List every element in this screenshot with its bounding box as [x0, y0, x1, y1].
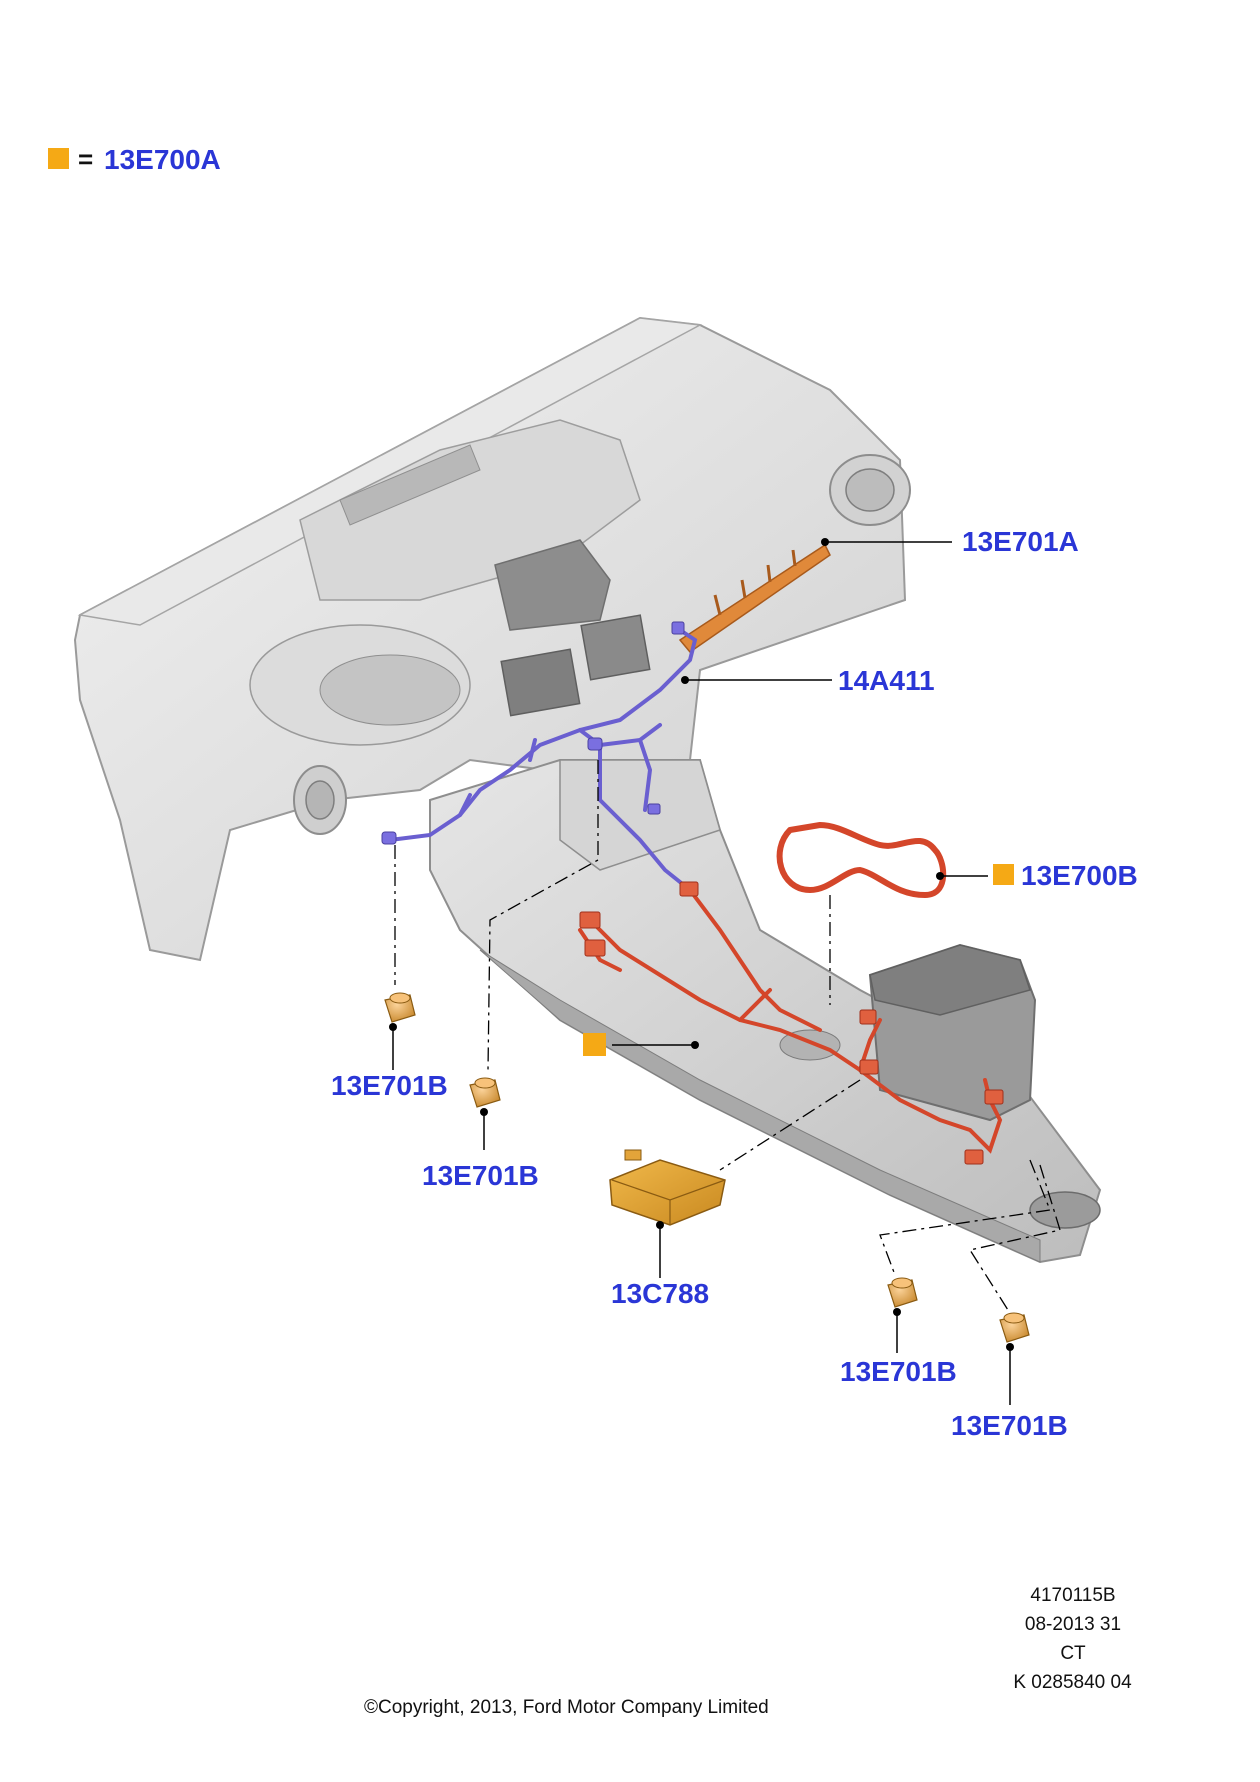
callout-clip-4[interactable]: 13E701B [951, 1410, 1068, 1441]
installation-lines [394, 760, 1061, 1311]
ref-catalog-number: K 0285840 04 [1013, 1672, 1132, 1693]
upper-bracket-part [678, 543, 831, 654]
callout-13e700b[interactable]: 13E700B [1021, 860, 1138, 891]
callout-clip-3[interactable]: 13E701B [840, 1356, 957, 1387]
ref-region-code: CT [1060, 1643, 1086, 1664]
highlight-marker [583, 1033, 606, 1056]
callout-13e701a[interactable]: 13E701A [962, 526, 1079, 557]
clip-part-4 [999, 1312, 1030, 1343]
callout-clip-1[interactable]: 13E701B [331, 1070, 448, 1101]
callout-13c788[interactable]: 13C788 [611, 1278, 710, 1309]
clip-part-1 [384, 992, 416, 1023]
legend-swatch [48, 148, 69, 169]
clip-part-3 [887, 1277, 918, 1308]
ref-date-code: 08-2013 31 [1024, 1614, 1122, 1635]
leader-dots [389, 538, 1014, 1351]
copyright-notice: ©Copyright, 2013, Ford Motor Company Lim… [364, 1697, 769, 1718]
clip-part-2 [469, 1077, 501, 1108]
callout-clip-2[interactable]: 13E701B [422, 1160, 539, 1191]
dashboard-panel [73, 316, 911, 962]
blue-harness-connectors [381, 621, 685, 845]
module-part [609, 1149, 726, 1226]
harness-frame-part [776, 822, 947, 898]
center-console [429, 759, 1102, 1264]
red-harness-connectors [579, 881, 1004, 1165]
callout-14a411[interactable]: 14A411 [838, 665, 935, 696]
ref-illustration-number: 4170115B [1030, 1585, 1116, 1606]
blue-harness [388, 628, 698, 892]
legend-part-number[interactable]: 13E700A [104, 144, 221, 175]
leader-lines [392, 541, 1011, 1405]
legend-equals: = [78, 144, 94, 174]
callout-13e700b-swatch [993, 864, 1014, 885]
